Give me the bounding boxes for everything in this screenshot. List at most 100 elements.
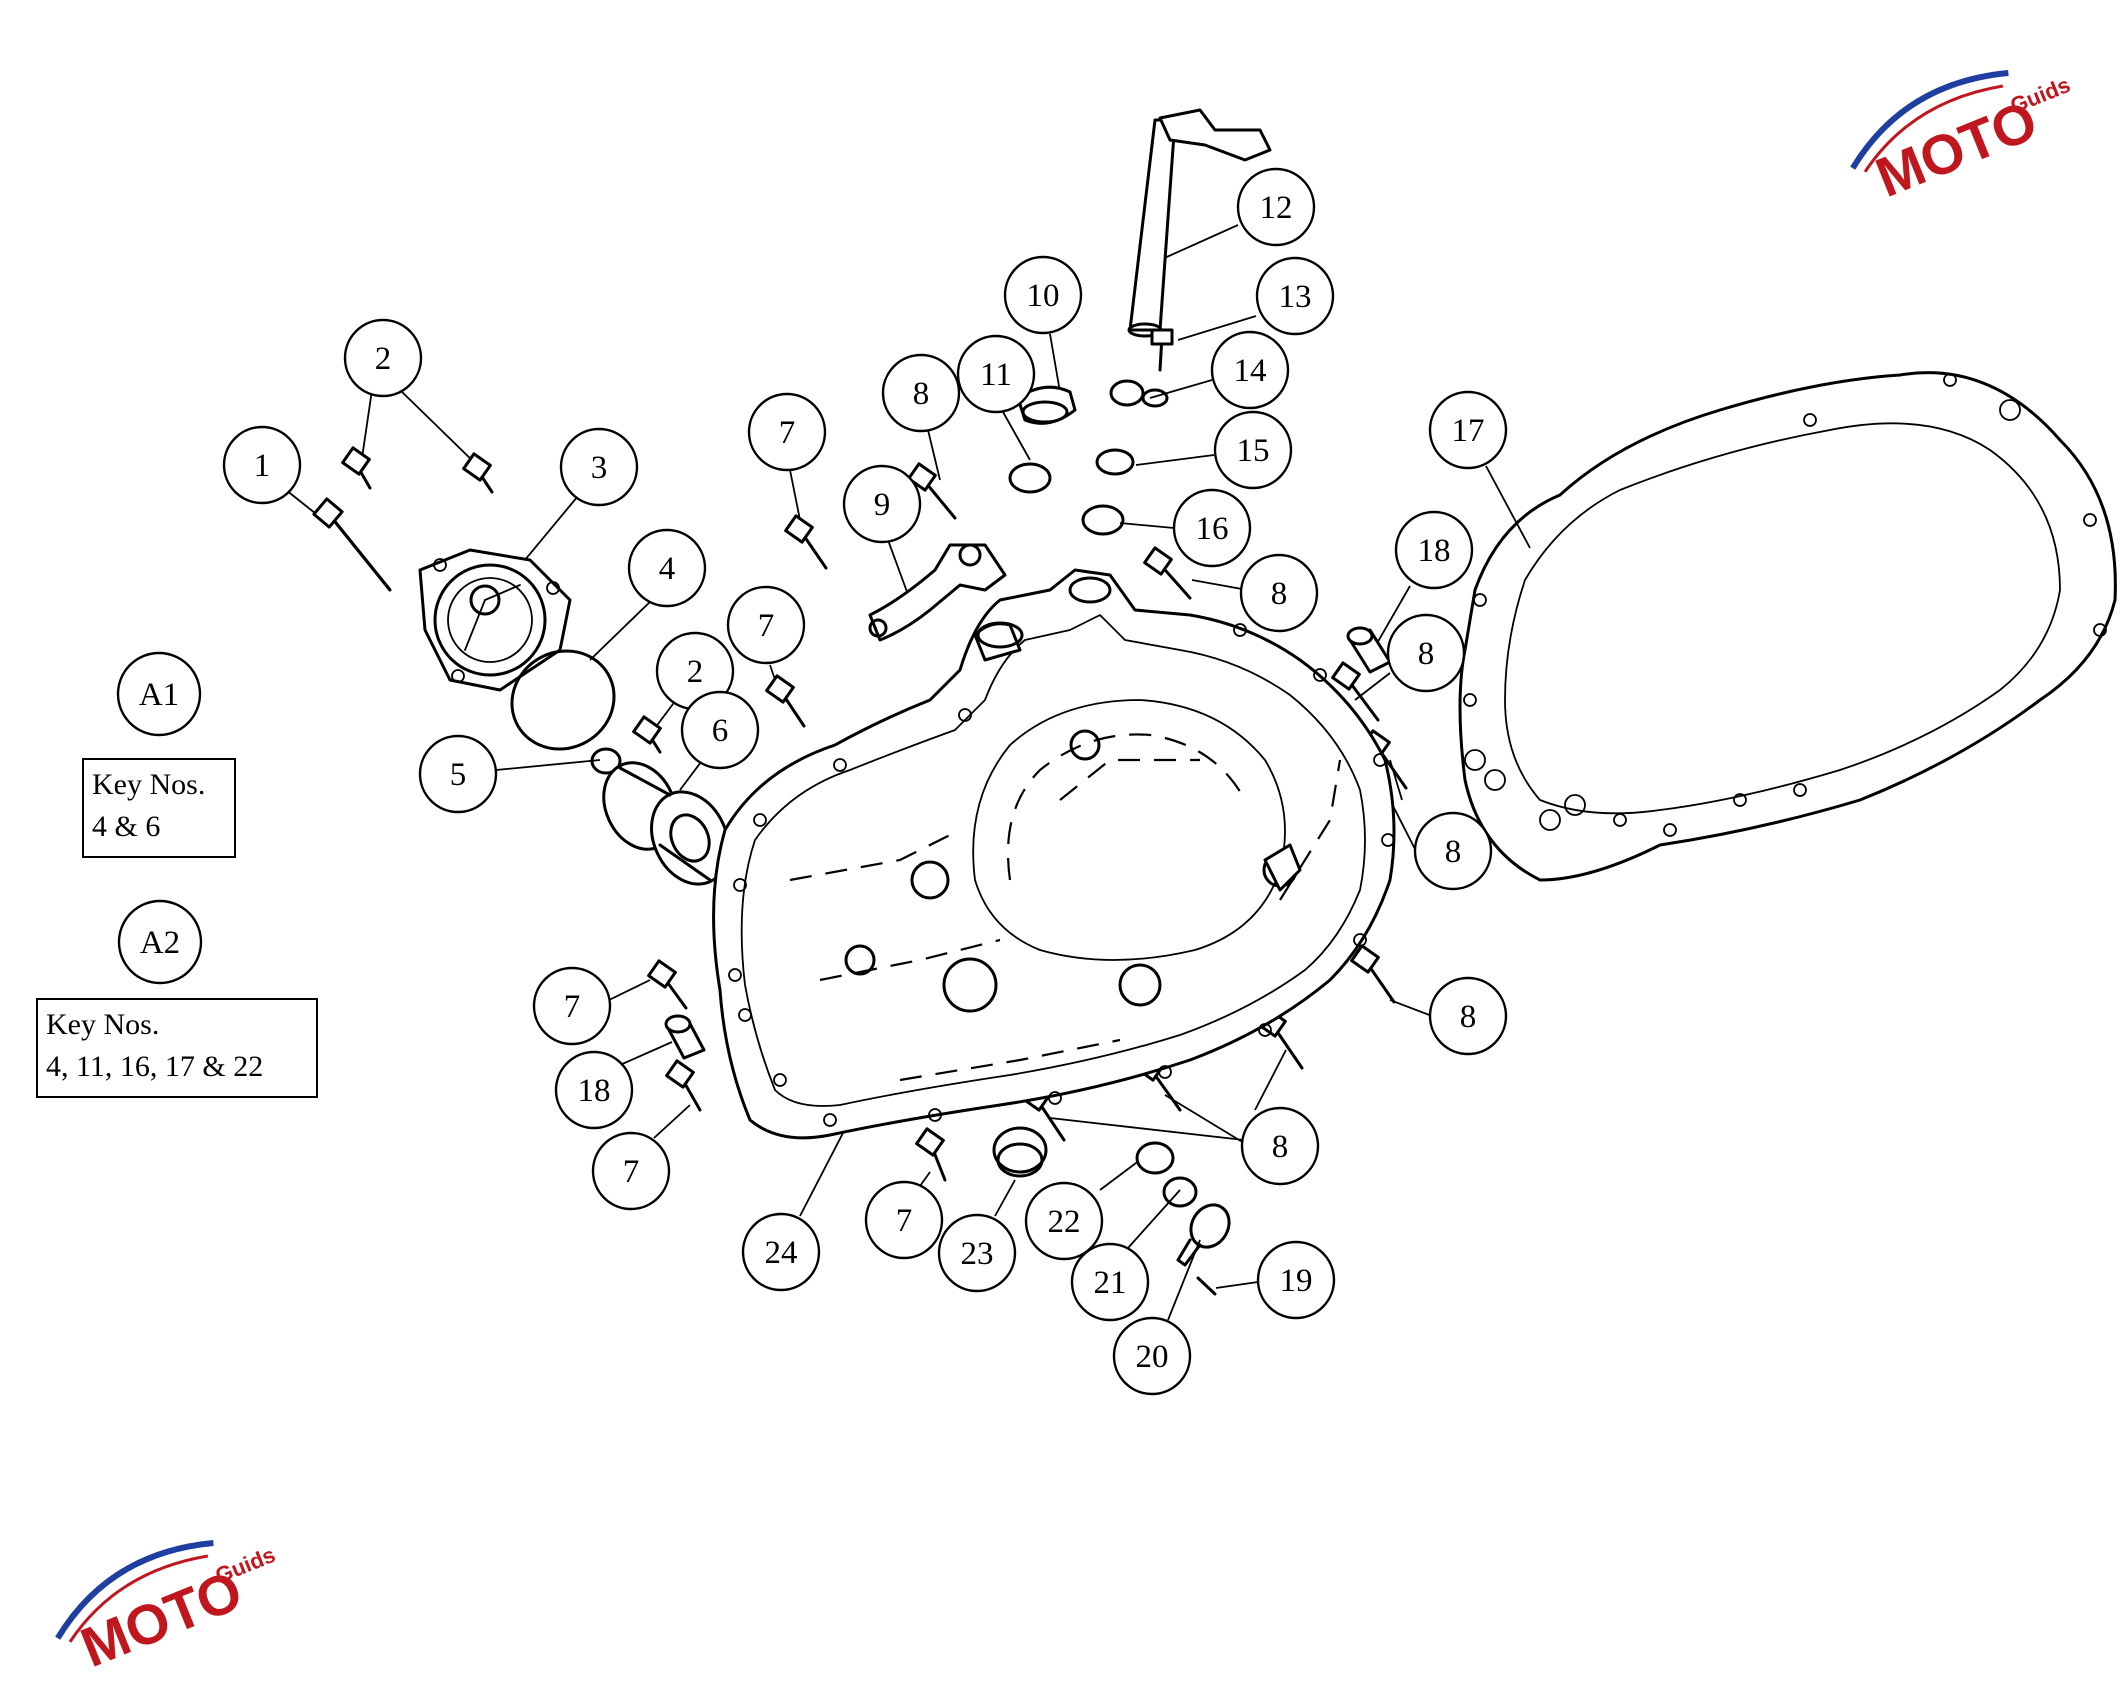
callout-16: 16: [1172, 488, 1252, 568]
callout-8: 8: [1239, 553, 1319, 633]
callout-17: 17: [1428, 390, 1508, 470]
callout-circle: [881, 353, 961, 433]
callout-number: 15: [1237, 433, 1270, 469]
callout-7: 7: [532, 966, 612, 1046]
callout-circle: [591, 1131, 671, 1211]
callout-number: 6: [712, 713, 729, 749]
callout-number: 21: [1094, 1265, 1127, 1301]
callout-circle: [627, 528, 707, 608]
callout-circle: [937, 1213, 1017, 1293]
callout-number: 11: [980, 357, 1012, 393]
part-clutch-cover-24: [712, 568, 1396, 1140]
part-washer-15: [1095, 448, 1135, 476]
callout-6: 6: [680, 690, 760, 770]
callout-number: 3: [591, 450, 608, 486]
callout-number: 7: [564, 989, 581, 1025]
callout-24: 24: [741, 1212, 821, 1292]
callout-number: 2: [375, 341, 392, 377]
part-bolts-2: [341, 446, 662, 754]
part-bolts-7: [647, 514, 947, 1182]
part-filter-6: [602, 761, 730, 886]
part-shift-lever-9: [868, 543, 1007, 642]
ref-label-circle: [116, 651, 202, 737]
callout-number: 7: [896, 1203, 913, 1239]
callout-circle: [1240, 1106, 1320, 1186]
ref-label-A2: A2: [117, 899, 203, 985]
callout-8: 8: [1413, 811, 1493, 891]
part-spring-14: [1109, 379, 1169, 408]
key-box-a2: Key Nos. 4, 11, 16, 17 & 22: [36, 998, 318, 1098]
callout-number: 8: [1272, 1129, 1289, 1165]
callout-number: 7: [623, 1154, 640, 1190]
callout-number: 23: [961, 1236, 994, 1272]
callout-circle: [1236, 167, 1316, 247]
callout-14: 14: [1210, 330, 1290, 410]
ref-label-circle: [117, 899, 203, 985]
callout-circle: [864, 1180, 944, 1260]
callout-circle: [343, 318, 423, 398]
callout-8: 8: [1386, 613, 1466, 693]
callout-number: 12: [1260, 190, 1293, 226]
callout-circle: [532, 966, 612, 1046]
ref-label-number: A2: [140, 925, 180, 961]
callout-13: 13: [1255, 256, 1335, 336]
callout-1: 1: [222, 425, 302, 505]
callout-number: 17: [1452, 413, 1485, 449]
callout-number: 7: [758, 608, 775, 644]
callout-number: 20: [1136, 1339, 1169, 1375]
callout-number: 4: [659, 551, 676, 587]
callout-circle: [842, 464, 922, 544]
callout-circle: [418, 734, 498, 814]
callout-number: 10: [1027, 278, 1060, 314]
part-breather-cap-10: [1016, 385, 1077, 425]
part-cap-23: [992, 1126, 1048, 1178]
callout-18: 18: [1394, 510, 1474, 590]
callout-circle: [1213, 410, 1293, 490]
callout-7: 7: [591, 1131, 671, 1211]
callout-19: 19: [1256, 1240, 1336, 1320]
callout-number: 8: [1445, 834, 1462, 870]
callout-7: 7: [747, 392, 827, 472]
callout-3: 3: [559, 427, 639, 507]
callout-circle: [1210, 330, 1290, 410]
watermark-sub-bottom: Guids: [212, 1542, 279, 1589]
callout-circle: [222, 425, 302, 505]
callout-20: 20: [1112, 1316, 1192, 1396]
callout-circle: [1070, 1242, 1150, 1322]
callout-number: 14: [1234, 353, 1267, 389]
watermark-sub-top: Guids: [2007, 72, 2074, 119]
callout-number: 19: [1280, 1263, 1313, 1299]
part-gasket-17: [1458, 371, 2117, 882]
callout-12: 12: [1236, 167, 1316, 247]
watermark-logo-bottom-left: MOTO Guids: [55, 1539, 279, 1679]
part-oil-seal-16: [1081, 504, 1125, 536]
callout-number: 1: [254, 448, 271, 484]
callout-circle: [1024, 1181, 1104, 1261]
callout-number: 8: [1460, 999, 1477, 1035]
callout-circle: [1428, 390, 1508, 470]
callout-number: 18: [1418, 533, 1451, 569]
callout-number: 5: [450, 757, 467, 793]
ref-label-number: A1: [139, 677, 179, 713]
callout-21: 21: [1070, 1242, 1150, 1322]
callout-number: 8: [1271, 576, 1288, 612]
callout-circle: [747, 392, 827, 472]
callout-18: 18: [554, 1050, 634, 1130]
callout-circle: [1256, 1240, 1336, 1320]
callout-7: 7: [864, 1180, 944, 1260]
part-cover-plate-3: [418, 548, 572, 692]
callout-labels: 1234256789101112131415161718888771878824…: [222, 167, 1508, 1396]
part-eyelet-20: [1176, 1203, 1231, 1267]
callout-circle: [554, 1050, 634, 1130]
callout-number: 16: [1196, 511, 1229, 547]
part-o-ring-4: [510, 649, 616, 751]
callout-5: 5: [418, 734, 498, 814]
callout-circle: [680, 690, 760, 770]
callout-23: 23: [937, 1213, 1017, 1293]
callout-number: 24: [765, 1235, 798, 1271]
callout-number: 8: [913, 376, 930, 412]
callout-circle: [1394, 510, 1474, 590]
callout-circle: [559, 427, 639, 507]
